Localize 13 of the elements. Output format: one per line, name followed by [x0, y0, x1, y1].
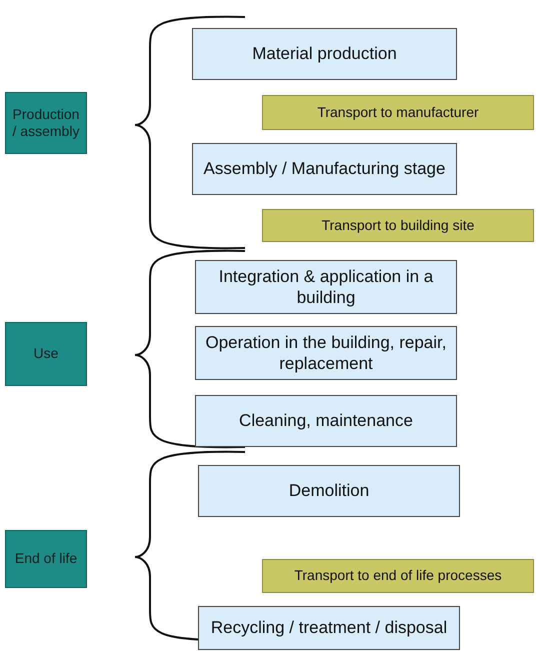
stage-box: Demolition: [198, 465, 460, 517]
transport-box: Transport to building site: [262, 209, 534, 242]
stage-box: Cleaning, maintenance: [195, 395, 457, 447]
stage-box: Recycling / treatment / disposal: [198, 606, 460, 650]
phase-box: End of life: [5, 530, 87, 588]
stage-box: Material production: [192, 28, 457, 80]
stage-box: Operation in the building, repair, replacement: [195, 326, 457, 380]
phase-box: Use: [5, 322, 87, 386]
stage-box: Integration & application in a building: [195, 260, 457, 314]
phase-box: Production / assembly: [5, 92, 87, 154]
transport-box: Transport to end of life processes: [262, 559, 534, 593]
transport-box: Transport to manufacturer: [262, 95, 534, 130]
stage-box: Assembly / Manufacturing stage: [192, 143, 457, 195]
